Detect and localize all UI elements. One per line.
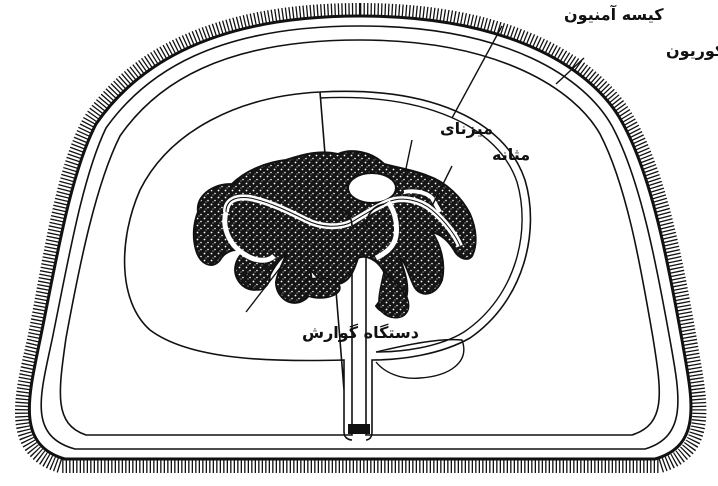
label-chorion: پردهٔ کوریون [666, 41, 718, 61]
limb-bud-front [300, 278, 340, 298]
label-digestive: دستگاه گوارش [302, 323, 419, 342]
label-bladder: مثانه [492, 145, 530, 164]
label-allantois: میزنای [440, 119, 493, 138]
stalk-junction [348, 424, 370, 434]
label-amnion: کیسه آمنیون [564, 4, 664, 24]
